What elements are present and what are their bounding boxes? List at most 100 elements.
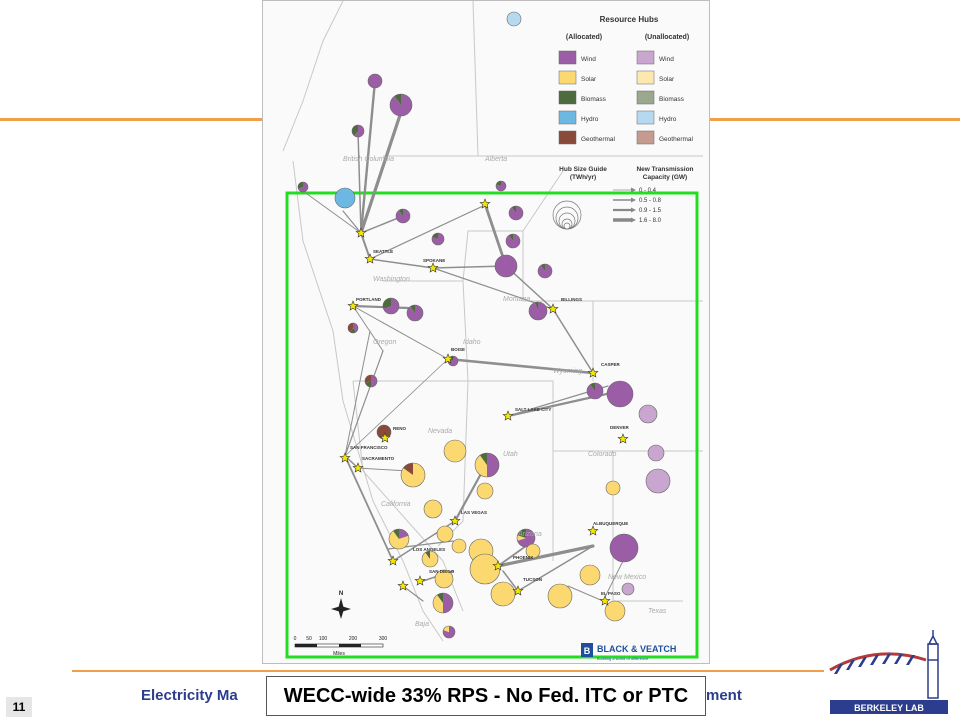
- transmission-arrowhead: [631, 197, 636, 203]
- city-label-sacramento: SACRAMENTO: [362, 456, 395, 461]
- resource-hub: [442, 625, 456, 639]
- hub-outline: [495, 180, 507, 192]
- city-star-icon: [347, 300, 359, 311]
- hub-slice: [508, 234, 513, 241]
- resource-hub: [516, 528, 536, 548]
- hub-slice: [477, 483, 493, 499]
- hub-outline: [436, 525, 454, 543]
- city-star-icon: [492, 560, 504, 571]
- region-wyoming: Wyoming: [553, 368, 582, 375]
- city-label-san-diego: SAN DIEGO: [429, 569, 455, 574]
- transmission-line: [506, 389, 622, 418]
- slide-caption: WECC-wide 33% RPS - No Fed. ITC or PTC: [266, 676, 706, 716]
- city-labels: SEATTLE SPOKANE PORTLAND BOISE BILLINGS …: [350, 249, 630, 596]
- hub-outline: [525, 543, 541, 559]
- hub-slice: [298, 182, 303, 189]
- hub-slice: [435, 570, 453, 588]
- transmission-arrowhead: [631, 187, 636, 193]
- transmission-class-label: 0.9 - 1.5: [639, 208, 662, 214]
- city-label-denver: DENVER: [610, 425, 630, 430]
- hub-slice: [432, 233, 438, 239]
- hub-slice: [443, 593, 453, 613]
- hub-slice: [443, 626, 449, 632]
- hub-slice: [433, 594, 443, 613]
- transmission-line: [344, 350, 384, 457]
- hub-outline: [547, 583, 573, 609]
- transmission-line: [357, 130, 362, 234]
- svg-text:B: B: [584, 646, 591, 656]
- hub-outline: [400, 462, 426, 488]
- transmission-line: [344, 358, 449, 457]
- resource-hub: [395, 208, 411, 224]
- hub-outline: [505, 233, 521, 249]
- hub-outline: [645, 468, 671, 494]
- region-baja: Baja: [415, 621, 429, 628]
- city-star-icon: [414, 575, 426, 586]
- city-star-icon: [364, 253, 376, 264]
- hub-slice: [424, 500, 442, 518]
- footer-title-right: ment: [706, 687, 742, 704]
- city-star-icon: [502, 410, 514, 421]
- city-label-casper: CASPER: [601, 362, 621, 367]
- city-star-icon: [387, 555, 399, 566]
- hub-slice: [444, 440, 466, 462]
- hub-outline: [476, 482, 494, 500]
- resource-hub: [528, 301, 548, 321]
- hub-outline: [516, 528, 536, 548]
- resource-hub: [423, 499, 443, 519]
- legend-label-unallocated-wind: Wind: [659, 56, 674, 63]
- hub-slice: [437, 593, 443, 603]
- city-star-icon: [427, 262, 439, 273]
- resource-hub: [609, 533, 639, 563]
- transmission-line: [432, 265, 507, 269]
- hub-outline: [297, 181, 309, 193]
- city-label-salt-lake-city: SALT LAKE CITY: [515, 407, 551, 412]
- resource-hub: [525, 543, 541, 559]
- scale-tick-0: 0: [294, 636, 297, 642]
- hub-outline: [506, 11, 522, 27]
- transmission-line: [344, 330, 371, 457]
- hub-slice: [377, 425, 391, 439]
- hub-slice: [383, 298, 391, 309]
- hub-outline: [382, 297, 400, 315]
- hub-slice: [389, 530, 409, 549]
- hub-outline: [621, 582, 635, 596]
- resource-hub: [645, 468, 671, 494]
- transmission-line: [602, 560, 624, 602]
- legend-label-unallocated-solar: Solar: [659, 76, 675, 83]
- region-arizona: Arizona: [517, 531, 542, 538]
- transmission-line: [369, 205, 484, 260]
- legend-swatch-unallocated-solar: [636, 70, 655, 85]
- transmission-line: [359, 104, 405, 235]
- resource-hub: [494, 254, 518, 278]
- resource-hub: [367, 73, 383, 89]
- resource-hub: [547, 583, 573, 609]
- hub-slice: [590, 383, 595, 391]
- city-label-san-francisco: SAN FRANCISCO: [350, 445, 388, 450]
- city-star-icon: [379, 432, 391, 443]
- legend-label-unallocated-hydro: Hydro: [659, 116, 677, 123]
- map-legend: Resource Hubs (Allocated) (Unallocated) …: [552, 15, 694, 230]
- transmission-class-label: 0 - 0.4: [639, 188, 657, 194]
- city-star-icon: [587, 525, 599, 536]
- city-label-phoenix: PHOENIX: [513, 555, 533, 560]
- city-star-icon: [442, 353, 454, 364]
- size-guide-unit: (TWh/yr): [570, 174, 596, 181]
- city-label-seattle: SEATTLE: [373, 249, 393, 254]
- transmission-line: [446, 357, 595, 375]
- hub-outline: [395, 208, 411, 224]
- hub-slice: [383, 298, 399, 315]
- region-montana: Montana: [503, 296, 530, 303]
- resource-hub: [505, 233, 521, 249]
- legend-swatch-allocated-solar: [558, 70, 577, 85]
- scale-tick-300: 300: [379, 636, 388, 642]
- transmission-line: [567, 585, 604, 602]
- city-star-icon: [355, 227, 367, 238]
- hub-slice: [517, 529, 535, 548]
- region-idaho: Idaho: [463, 339, 481, 346]
- hub-outline: [347, 322, 359, 334]
- hub-outline: [423, 499, 443, 519]
- legend-unallocated-header: (Unallocated): [645, 34, 689, 41]
- city-star-icon: [339, 452, 351, 463]
- transmission-unit: Capacity (GW): [643, 174, 687, 181]
